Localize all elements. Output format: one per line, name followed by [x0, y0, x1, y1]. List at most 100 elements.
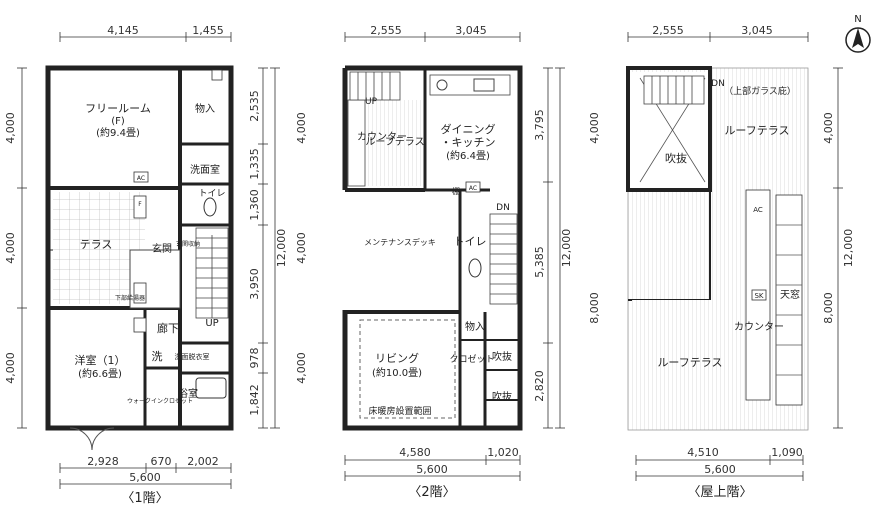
roof-dim-total-v: 12,000 [842, 229, 855, 268]
floor1-dim-right-2: 1,335 [248, 148, 261, 180]
floor1-dim-left-1: 4,000 [4, 112, 17, 144]
floor1-caption: 〈1階〉 [121, 491, 168, 506]
floor1-free-room-f: (F) [111, 116, 125, 127]
floor1-under-floor: 下部給湯器 [115, 294, 145, 302]
floor2-toilet: トイレ [454, 235, 487, 248]
roof-terrace-bottom: ルーフテラス [657, 356, 722, 369]
floor1-dim-right-3: 1,360 [248, 189, 261, 221]
floor2-caption: 〈2階〉 [408, 485, 455, 500]
floor1-free-room-size: (約9.4畳) [96, 126, 140, 139]
floor2-heating: 床暖房設置範囲 [368, 405, 431, 417]
floor2-heating-range [359, 319, 456, 419]
floor1-dim-right-6: 1,842 [248, 384, 261, 416]
floor1-ac-units [133, 69, 223, 333]
floor1-dim-bottom-2: 670 [151, 455, 172, 468]
floor1-dim-top-1: 4,145 [107, 24, 139, 37]
floor2-dim-right-3: 2,820 [533, 370, 546, 402]
floor2-dim-total-v: 12,000 [560, 229, 573, 268]
floor1-free-room: フリールーム [85, 102, 151, 115]
floor1-corridor: 廊下 [157, 321, 179, 335]
roof-skylight-lines [776, 224, 802, 376]
floor2-dim-left-2: 4,000 [295, 232, 308, 264]
floor2-dim-top-2: 3,045 [455, 24, 487, 37]
roof-dims-bottom [635, 455, 804, 481]
floor2-living-size: (約10.0畳) [372, 366, 422, 379]
floor2-void1: 吹抜 [492, 350, 512, 363]
roof-caption: 〈屋上階〉 [687, 485, 752, 500]
floor1-bathtub-icon [195, 377, 227, 399]
floor2-dining-size: (約6.4畳) [446, 149, 490, 162]
roof-dim-right-1: 4,000 [822, 112, 835, 144]
floor2-dim-total-h: 5,600 [416, 463, 448, 476]
floor2-counter: カウンター [357, 131, 407, 143]
roof-dim-left-2: 8,000 [588, 292, 601, 324]
floor1-up: UP [205, 318, 218, 329]
floor2-stairs-right [489, 213, 518, 305]
compass-north-icon [845, 27, 871, 53]
roof-glass: （上部ガラス庇） [724, 85, 796, 97]
floor1-terrace: テラス [80, 238, 113, 251]
floor1-dim-top-2: 1,455 [192, 24, 224, 37]
floor1-washroom: 洗面室 [190, 163, 220, 176]
floor2-stairs-top [349, 71, 401, 101]
floor2-shelf: 棚 [452, 186, 460, 196]
floor2-dim-top-1: 2,555 [370, 24, 402, 37]
floor2-ac-unit [465, 181, 481, 193]
floor2-sink-icon [473, 78, 495, 92]
floor2-stove-icon [436, 79, 448, 91]
roof-terrace-lower-deck [632, 300, 740, 428]
compass-label: N [854, 14, 861, 25]
floor1-entrance: 玄関 [152, 242, 172, 255]
floor1-dim-right-4: 3,950 [248, 268, 261, 300]
roof-void: 吹抜 [665, 151, 687, 165]
floor1-dim-bottom-1: 2,928 [87, 455, 119, 468]
roof-dim-top-2: 3,045 [741, 24, 773, 37]
roof-dims-top [627, 32, 809, 42]
floor2-ac-label: AC [469, 185, 477, 192]
roof-sk: SK [754, 292, 763, 300]
roof-ac: AC [753, 206, 763, 214]
floor2-dining: ダイニング [441, 122, 496, 136]
roof-dim-bottom-1: 4,510 [687, 446, 719, 459]
floor1-f-label: F [138, 201, 142, 208]
floor2-plan: 2,555 3,045 4,000 4,000 4,000 3,795 5,38… [295, 24, 573, 500]
floor1-wash: 洗 [152, 350, 163, 363]
floor2-storage: 物入 [465, 320, 485, 333]
floor2-dn: DN [496, 203, 510, 213]
floor2-dim-bottom-1: 4,580 [399, 446, 431, 459]
roof-dim-total-h: 5,600 [704, 463, 736, 476]
roof-dim-right-2: 8,000 [822, 292, 835, 324]
floor1-dims-top [59, 32, 232, 42]
roof-plan: N 2,555 3,045 4,000 8,000 4,000 8,000 12… [588, 14, 871, 500]
floor1-dim-total-v: 12,000 [275, 229, 288, 268]
floor2-living: リビング [375, 351, 419, 365]
roof-dn: DN [711, 79, 725, 89]
roof-dim-bottom-2: 1,090 [771, 446, 803, 459]
roof-dims-right [833, 67, 843, 429]
floor1-stairs [195, 227, 229, 319]
floor2-roof-terrace: ルーフテラス [365, 136, 424, 148]
floor1-toilet-fixture-icon [203, 197, 217, 217]
floor2-roof-terrace-deck [365, 100, 423, 186]
floor2-dims-top [344, 32, 521, 42]
floor1-dim-right-1: 2,535 [248, 90, 261, 122]
floor2-closet: クロゼット [449, 353, 494, 365]
floor1-storage: 物入 [195, 102, 215, 115]
roof-dim-left-1: 4,000 [588, 112, 601, 144]
roof-skylight: 天窓 [780, 288, 800, 301]
roof-dim-top-1: 2,555 [652, 24, 684, 37]
floor2-kitchen: ・キッチン [441, 136, 496, 149]
floor2-dim-left-1: 4,000 [295, 112, 308, 144]
floor1-entrance-storage: 玄関収納 [176, 240, 200, 248]
floor2-walls [342, 65, 523, 431]
floor1-front-door-2-icon [91, 427, 115, 451]
floor2-counter-surface [347, 99, 366, 187]
floor2-dim-left-3: 4,000 [295, 352, 308, 384]
floor2-dims-bottom [344, 455, 521, 481]
floor1-western-room: 洋室（1） [75, 353, 126, 367]
floor1-front-door-icon [69, 427, 93, 451]
floor1-plan: 4,145 1,455 4,000 4,000 4,000 2,535 [4, 24, 288, 506]
floor2-dims-right [543, 67, 565, 429]
floor1-dim-left-3: 4,000 [4, 352, 17, 384]
